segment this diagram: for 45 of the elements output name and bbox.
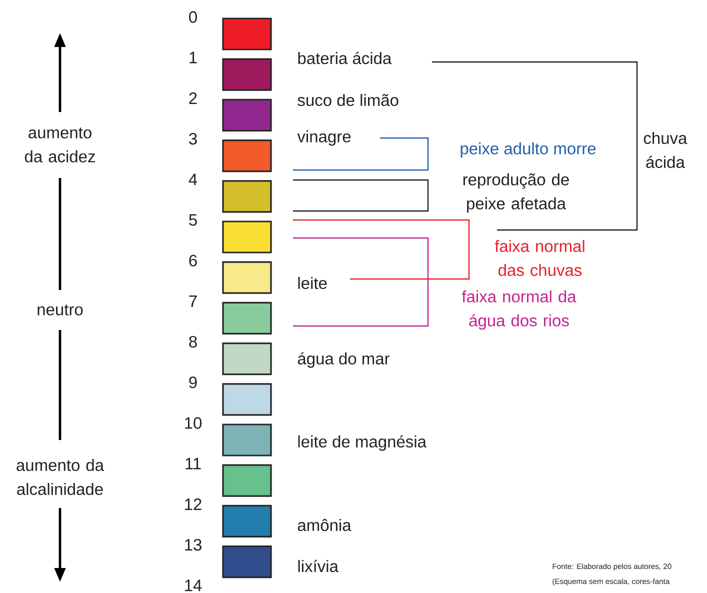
substance-label: suco de limão [298, 94, 398, 106]
ph-number: 2 [189, 92, 197, 104]
color-swatch [222, 98, 272, 132]
ph-number: 1 [190, 52, 197, 64]
substance-label: leite de magnésia [298, 435, 426, 451]
substance-label: leite [298, 276, 327, 290]
substance-label: água do mar [298, 352, 390, 368]
ph-number: 12 [185, 498, 202, 510]
color-swatch [222, 180, 272, 213]
ph-number: 6 [189, 254, 197, 266]
substance-label: bateria ácida [298, 52, 392, 64]
ph-number: 14 [185, 580, 202, 592]
ph-number: 10 [185, 417, 202, 429]
substance-label: lixívia [298, 560, 338, 572]
color-swatch [222, 18, 272, 50]
side-label: aumento da alcalinidade [16, 458, 104, 496]
color-swatch [222, 504, 272, 538]
side-label: aumento da acidez [24, 128, 95, 162]
color-swatch [222, 140, 272, 172]
color-swatch [222, 261, 272, 294]
substance-label: amônia [298, 518, 352, 532]
substance-label: vinagre [297, 130, 351, 146]
range-label: faixa normal das chuvas [494, 240, 584, 276]
side-label: neutro [38, 304, 83, 316]
ph-number: 5 [189, 214, 197, 226]
range-label: chuva ácida [644, 132, 688, 168]
ph-number: 8 [189, 336, 197, 348]
color-swatch [222, 342, 272, 376]
range-label: peixe adulto morre [460, 142, 596, 158]
color-swatch [222, 424, 272, 456]
color-swatch [222, 383, 272, 416]
range-label: faixa normal da água dos rios [462, 290, 576, 330]
color-swatch [222, 464, 272, 497]
range-label: reprodução de peixe afetada [463, 173, 569, 213]
ph-number: 3 [189, 132, 197, 145]
ph-number: 11 [186, 458, 201, 470]
color-swatch [222, 58, 272, 91]
ph-number: 4 [188, 174, 198, 186]
ph-number: 7 [189, 296, 197, 307]
color-swatch [222, 546, 272, 578]
color-swatch [222, 220, 272, 254]
ph-number: 9 [189, 376, 197, 388]
ph-number: 0 [189, 11, 197, 23]
ph-number: 13 [185, 538, 202, 551]
color-swatch [222, 302, 272, 334]
